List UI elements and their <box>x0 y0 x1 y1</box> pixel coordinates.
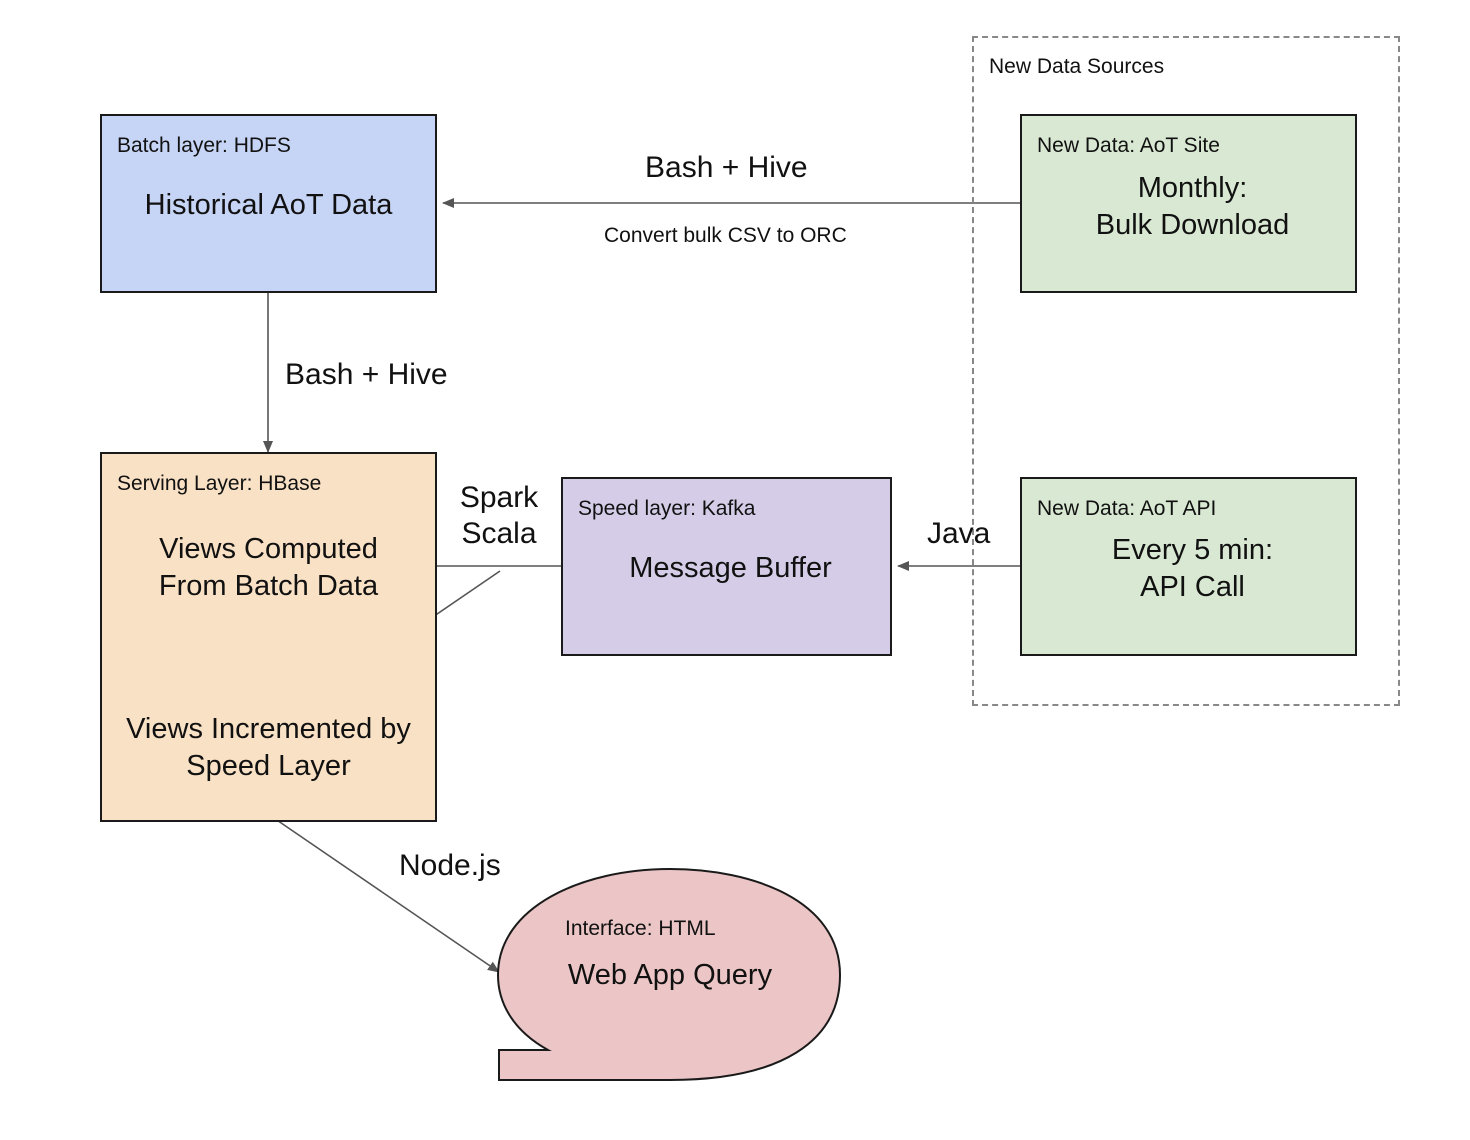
speed-layer-node: Speed layer: Kafka Message Buffer <box>561 477 892 656</box>
new-data-sources-group: New Data Sources <box>972 36 1400 706</box>
group-title: New Data Sources <box>989 55 1165 78</box>
batch-layer-title: Historical AoT Data <box>144 189 393 221</box>
batch-layer-node: Batch layer: HDFS Historical AoT Data <box>100 114 437 293</box>
edge-label-api-to-speed: Java <box>927 517 991 550</box>
aot-site-tag: New Data: AoT Site <box>1037 134 1220 157</box>
serving-layer-tag: Serving Layer: HBase <box>117 472 322 495</box>
speed-layer-title: Message Buffer <box>629 552 832 584</box>
edge-label-batch-to-serving: Bash + Hive <box>285 358 448 391</box>
edge-label-site-to-batch: Bash + Hive <box>645 151 808 184</box>
edge-serving-to-interface <box>267 813 500 973</box>
view-speed-label: Views Incremented by Speed Layer <box>126 713 411 782</box>
edge-sublabel-site-to-batch: Convert bulk CSV to ORC <box>604 224 847 247</box>
batch-layer-tag: Batch layer: HDFS <box>117 134 291 157</box>
interface-title: Web App Query <box>567 959 773 991</box>
speed-layer-tag: Speed layer: Kafka <box>578 497 756 520</box>
aot-site-node: New Data: AoT Site Monthly: Bulk Downloa… <box>1020 114 1357 293</box>
aot-site-title: Monthly: Bulk Download <box>1095 172 1290 241</box>
aot-api-tag: New Data: AoT API <box>1037 497 1217 520</box>
interface-bubble-shape <box>496 867 842 1081</box>
edge-label-serving-to-interface: Node.js <box>399 849 501 882</box>
edge-label-speed-to-serving: Spark Scala <box>459 481 539 550</box>
interface-node <box>496 867 842 1081</box>
aot-api-node: New Data: AoT API Every 5 min: API Call <box>1020 477 1357 656</box>
aot-api-title: Every 5 min: API Call <box>1111 534 1274 603</box>
serving-layer-node: Serving Layer: HBase Views Computed From… <box>100 452 437 822</box>
view-batch-label: Views Computed From Batch Data <box>158 533 379 602</box>
interface-tag: Interface: HTML <box>565 917 716 940</box>
